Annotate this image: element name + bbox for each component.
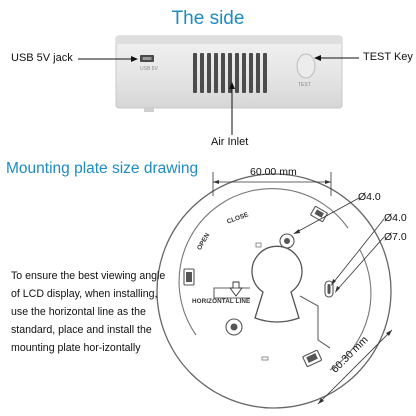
horizontal-line-mark: HORIZONTAL LINE — [192, 298, 251, 305]
installation-description: To ensure the best viewing angle of LCD … — [11, 270, 166, 354]
air-inlet-vents — [193, 53, 267, 93]
wire-channel-right — [299, 295, 331, 349]
mounting-section-title: Mounting plate size drawing — [6, 160, 199, 177]
latch-tab-left — [183, 268, 195, 286]
hole-lower-left — [225, 318, 243, 336]
usb-jack-label: USB 5V jack — [11, 52, 73, 64]
central-keyhole — [251, 245, 303, 323]
side-section-title: The side — [171, 8, 245, 29]
latch-tab-bottom — [302, 349, 323, 368]
latch-tab-top — [310, 205, 328, 223]
device-foot — [144, 108, 154, 112]
wire-channel-left — [213, 287, 250, 299]
device-top-edge — [116, 36, 342, 44]
height-dimension-line — [317, 329, 393, 405]
hole-a-label: Ø4.0 — [358, 191, 381, 203]
width-dimension-label: 60.00 mm — [250, 166, 297, 178]
plate-center-mark — [255, 242, 262, 248]
hole-b-label: Ø4.0 — [384, 212, 407, 224]
hole-c-label: Ø7.0 — [384, 231, 407, 243]
plate-outer-circle — [156, 173, 392, 409]
plate-inner-recess — [178, 188, 349, 336]
usb-port-mark: USB 5V — [140, 66, 158, 72]
test-button — [296, 53, 316, 79]
horizontal-line-arrow — [229, 281, 243, 297]
test-key-label: TEST Key — [363, 51, 413, 63]
test-button-mark: TEST — [298, 82, 311, 88]
keyhole-slot — [324, 280, 334, 298]
air-inlet-label: Air Inlet — [211, 136, 249, 148]
